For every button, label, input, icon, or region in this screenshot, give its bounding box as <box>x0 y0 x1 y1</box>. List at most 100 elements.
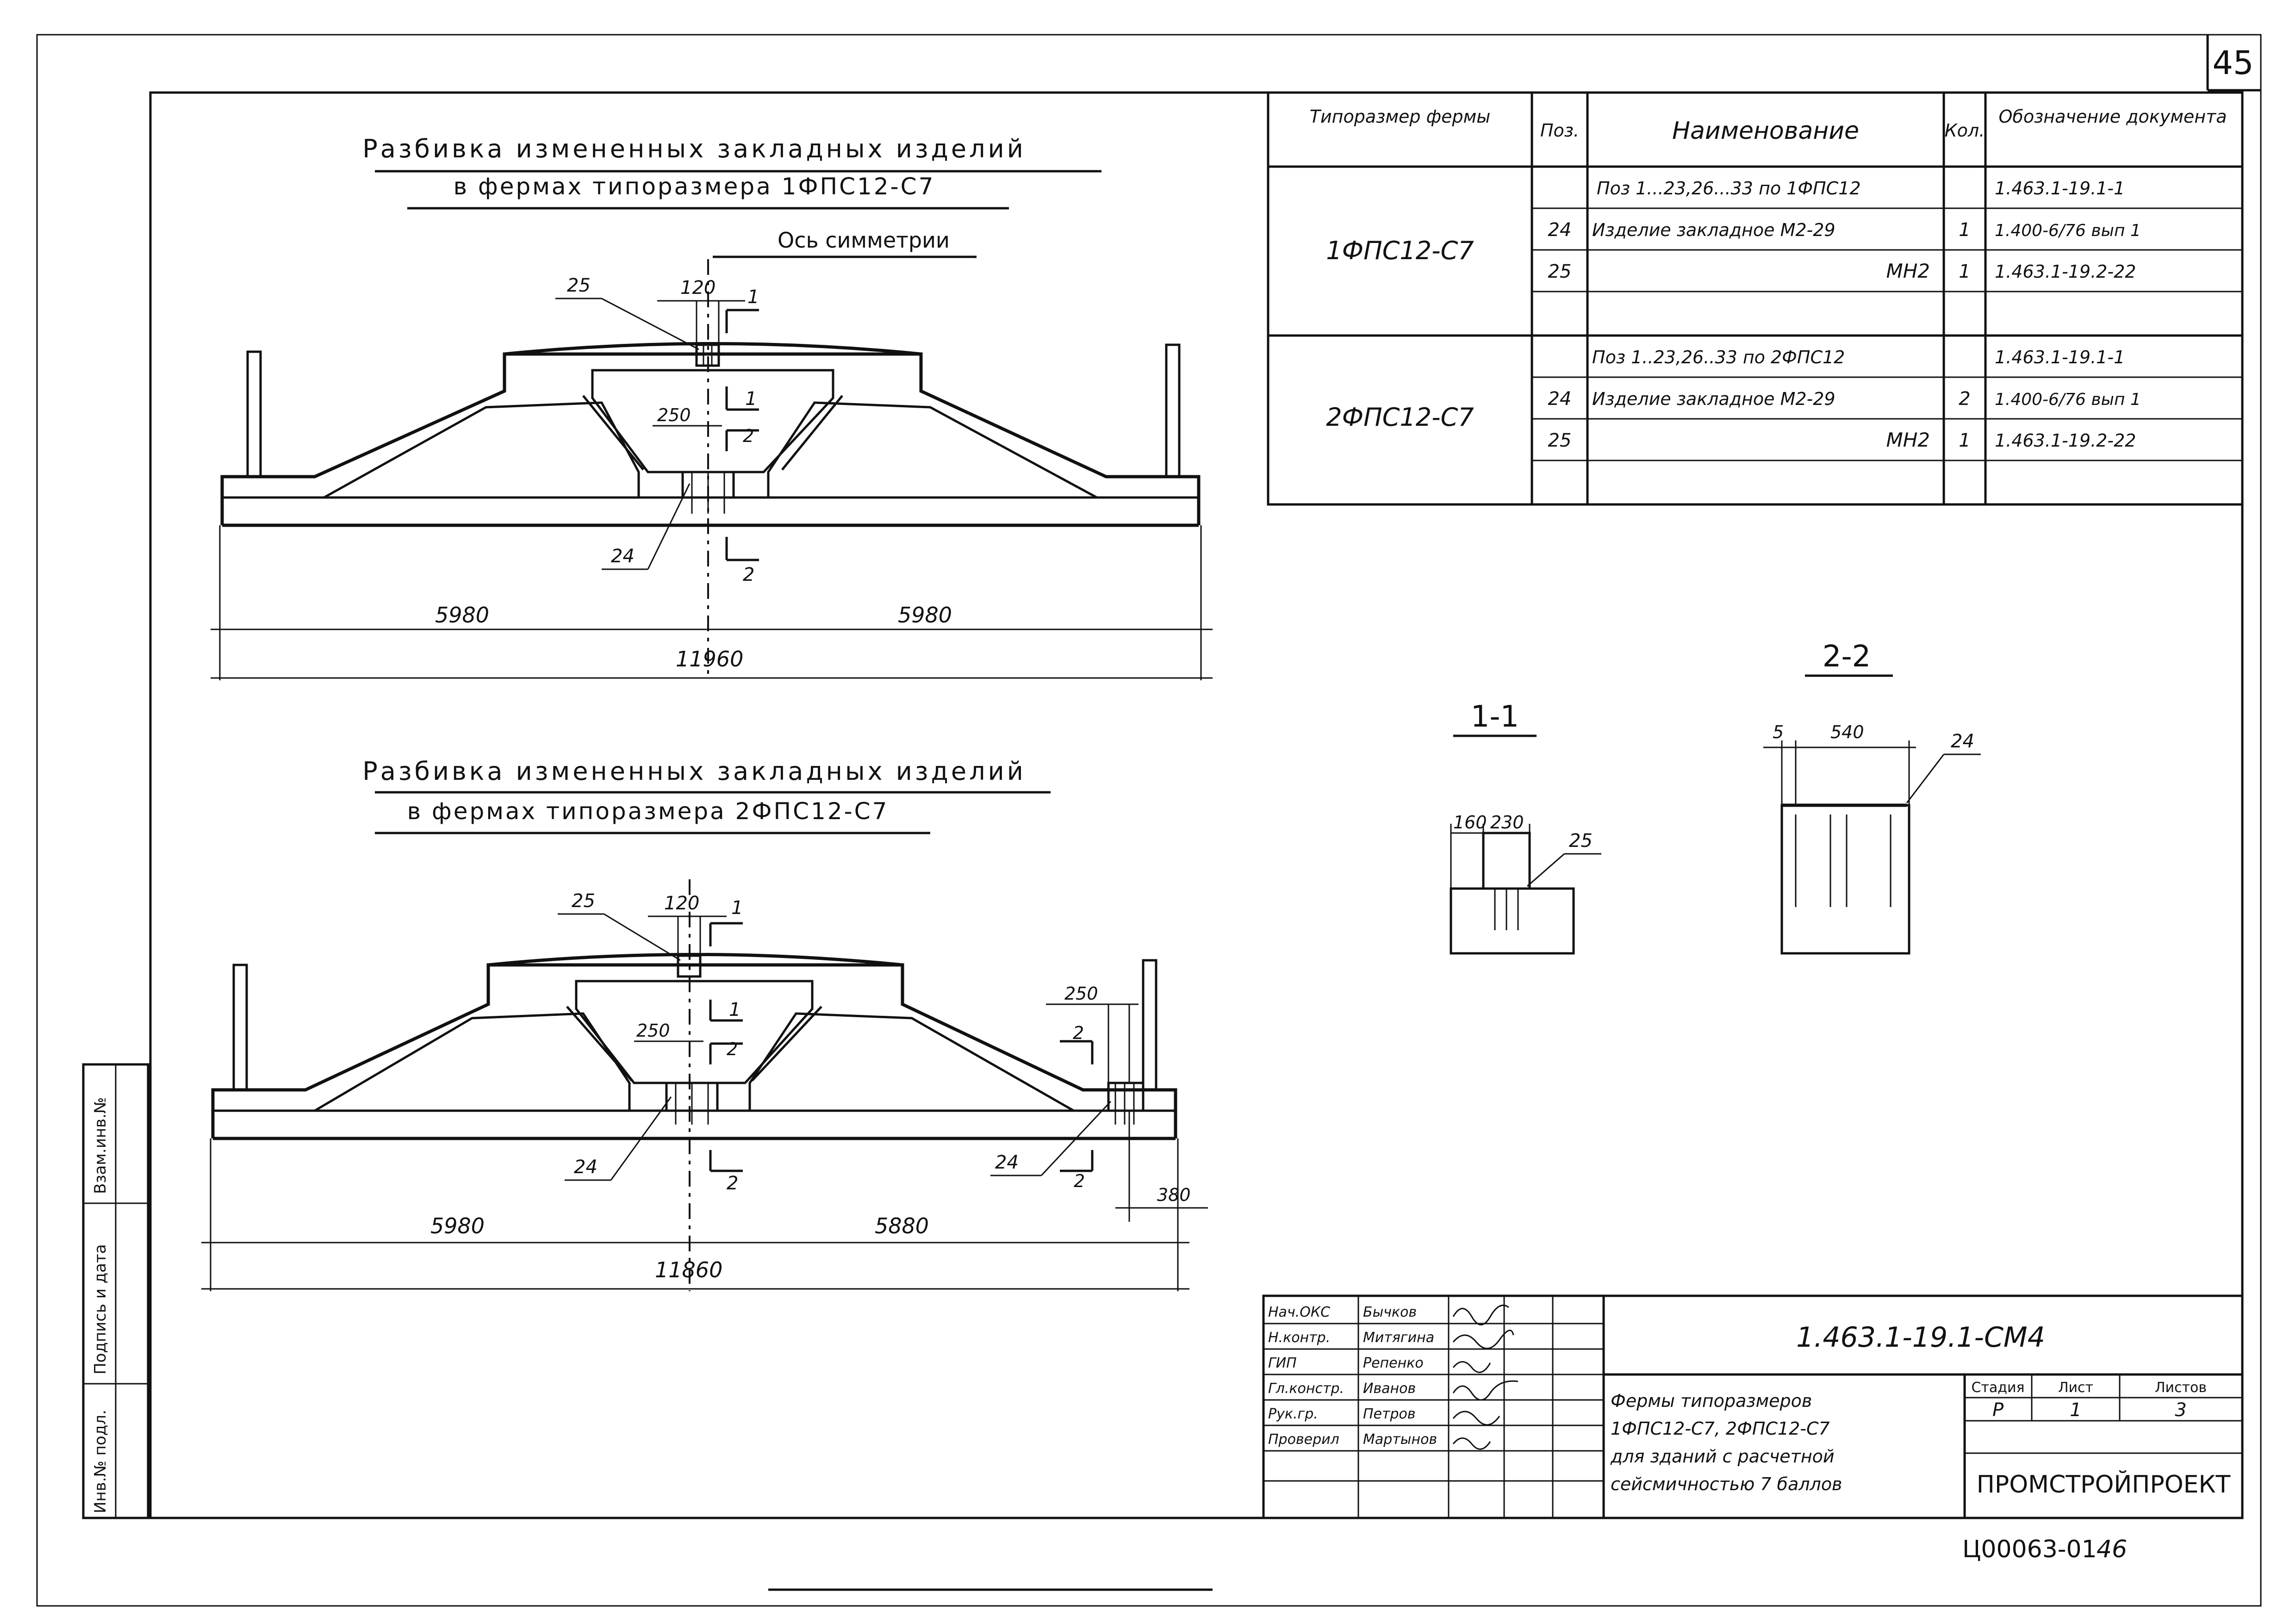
stage-hdr: Стадия <box>1971 1380 2024 1396</box>
tb-org: ПРОМСТРОЙПРОЕКТ <box>1977 1470 2231 1499</box>
sheets-hdr: Листов <box>2155 1380 2207 1396</box>
g2r3-doc: 1.463.1-19.2-22 <box>1995 430 2136 451</box>
section-2-2: 2-2 5 540 24 <box>1763 640 1981 955</box>
section-1-1: 1-1 160 230 25 <box>1450 700 1601 955</box>
name-1: Митягина <box>1363 1330 1434 1346</box>
d1-dim-250: 250 <box>657 405 691 425</box>
g2r2-qty: 2 <box>1959 388 1970 410</box>
tb-desc-0: Фермы типоразмеров <box>1611 1391 1812 1411</box>
footer-code: Ц00063-01 <box>1962 1536 2097 1563</box>
d1-sec2-bottom: 2 <box>743 564 754 585</box>
d2-pos-24a: 24 <box>574 1157 597 1178</box>
d1-pos-24: 24 <box>611 546 635 567</box>
drawing-1: Разбивка измененных закладных изделий в … <box>211 134 1213 680</box>
tb-desc-2: для зданий с расчетной <box>1610 1446 1835 1467</box>
d2-dim-left: 5980 <box>430 1213 485 1238</box>
hdr-qty: Кол. <box>1945 120 1985 141</box>
name-4: Петров <box>1363 1406 1416 1422</box>
drawing1-title-line2: в фермах типоразмера 1ФПС12-С7 <box>454 173 935 200</box>
d1-pos-25: 25 <box>567 275 591 296</box>
g1r3-doc: 1.463.1-19.2-22 <box>1995 261 2136 282</box>
stamp-signature: Подпись и дата <box>91 1244 110 1374</box>
d2-sec1-top: 1 <box>731 897 743 919</box>
g1r2-qty: 1 <box>1959 219 1970 241</box>
group1-truss: 1ФПС12-С7 <box>1326 236 1474 265</box>
sheet-number-box: 45 <box>2206 35 2261 92</box>
role-1: Н.контр. <box>1268 1330 1330 1346</box>
role-3: Гл.констр. <box>1268 1380 1344 1397</box>
d2-sec2-right-bottom: 2 <box>1074 1171 1085 1191</box>
sec11-d230: 230 <box>1490 812 1524 833</box>
side-stamp: Взам.инв.№ Подпись и дата Инв.№ подл. <box>82 1063 149 1519</box>
signatures <box>1452 1305 1518 1450</box>
drawing1-title-line1: Разбивка измененных закладных изделий <box>362 134 1026 163</box>
g2r3-pos: 25 <box>1548 430 1572 451</box>
role-2: ГИП <box>1268 1355 1297 1371</box>
d2-dim-120: 120 <box>664 893 699 914</box>
footer-page: 46 <box>2097 1536 2127 1563</box>
d2-pos-25: 25 <box>572 890 595 912</box>
d2-dim-total: 11860 <box>655 1257 722 1282</box>
hdr-doc: Обозначение документа <box>1998 106 2227 127</box>
d2-dim-380: 380 <box>1157 1185 1191 1205</box>
role-4: Рук.гр. <box>1268 1406 1318 1422</box>
g1r3-pos: 25 <box>1548 261 1572 282</box>
sec22-title: 2-2 <box>1823 640 1871 674</box>
sheet-hdr: Лист <box>2058 1380 2093 1396</box>
g2r3-name: МН2 <box>1886 429 1930 451</box>
d2-dim-right: 5880 <box>875 1213 929 1238</box>
sec22-pos: 24 <box>1951 731 1974 752</box>
d1-sec1-bottom: 1 <box>745 388 757 410</box>
d1-dim-right: 5980 <box>898 603 952 628</box>
g1r1-name: Поз 1...23,26...33 по 1ФПС12 <box>1597 178 1861 199</box>
g2r3-qty: 1 <box>1959 430 1970 451</box>
d2-dim-250b: 250 <box>1064 983 1098 1004</box>
role-5: Проверил <box>1268 1431 1339 1448</box>
d1-dim-total: 11960 <box>676 647 743 672</box>
title-block: Нач.ОКС Н.контр. ГИП Гл.констр. Рук.гр. … <box>1262 1294 2244 1519</box>
tb-desc-3: сейсмичностью 7 баллов <box>1611 1474 1842 1494</box>
hdr-type: Типоразмер фермы <box>1310 106 1491 127</box>
g1r2-pos: 24 <box>1548 219 1572 241</box>
d1-dim-left: 5980 <box>435 603 489 628</box>
group2-truss: 2ФПС12-С7 <box>1326 403 1474 432</box>
stamp-replacement: Взам.инв.№ <box>91 1097 110 1194</box>
inner-frame <box>149 91 2244 1519</box>
d2-sec2-right-top: 2 <box>1073 1023 1084 1043</box>
drawing2-title-line2: в фермах типоразмера 2ФПС12-С7 <box>407 798 889 825</box>
sheets-val: 3 <box>2175 1399 2186 1421</box>
d1-sec1-top: 1 <box>747 286 759 308</box>
d2-dim-250a: 250 <box>636 1020 670 1041</box>
d2-pos-24b: 24 <box>995 1152 1019 1173</box>
d2-sec2-bottom: 2 <box>727 1173 738 1194</box>
g2r2-pos: 24 <box>1548 388 1572 410</box>
stage-val: Р <box>1992 1399 2004 1421</box>
d1-sec2-top: 2 <box>743 426 754 446</box>
stamp-inventory: Инв.№ подл. <box>91 1410 110 1513</box>
g1r3-name: МН2 <box>1886 260 1930 282</box>
sec11-pos: 25 <box>1569 830 1593 852</box>
name-2: Репенко <box>1363 1355 1424 1371</box>
tb-desc-1: 1ФПС12-С7, 2ФПС12-С7 <box>1611 1418 1830 1439</box>
sheet-number: 45 <box>2212 44 2253 82</box>
name-5: Мартынов <box>1363 1431 1437 1448</box>
sec11-title: 1-1 <box>1471 700 1519 734</box>
g1r3-qty: 1 <box>1959 261 1970 282</box>
sec22-d5: 5 <box>1773 722 1784 742</box>
name-3: Иванов <box>1363 1380 1416 1397</box>
d2-sec2-top: 2 <box>727 1039 738 1059</box>
name-0: Бычков <box>1363 1304 1417 1320</box>
g2r2-doc: 1.400-6/76 вып 1 <box>1995 390 2141 409</box>
drawing2-title-line1: Разбивка измененных закладных изделий <box>362 757 1026 786</box>
g1r2-doc: 1.400-6/76 вып 1 <box>1995 221 2141 240</box>
g1r2-name: Изделие закладное М2-29 <box>1592 220 1836 240</box>
d2-sec1-bottom: 1 <box>729 999 740 1020</box>
g2r2-name: Изделие закладное М2-29 <box>1592 389 1836 409</box>
hdr-name: Наименование <box>1672 117 1859 145</box>
sheet-val: 1 <box>2070 1399 2081 1421</box>
role-0: Нач.ОКС <box>1268 1304 1330 1320</box>
tb-code: 1.463.1-19.1-СМ4 <box>1796 1321 2045 1354</box>
g2r1-doc: 1.463.1-19.1-1 <box>1995 347 2125 367</box>
g1r1-doc: 1.463.1-19.1-1 <box>1995 178 2125 199</box>
sec11-d160: 160 <box>1453 812 1487 833</box>
